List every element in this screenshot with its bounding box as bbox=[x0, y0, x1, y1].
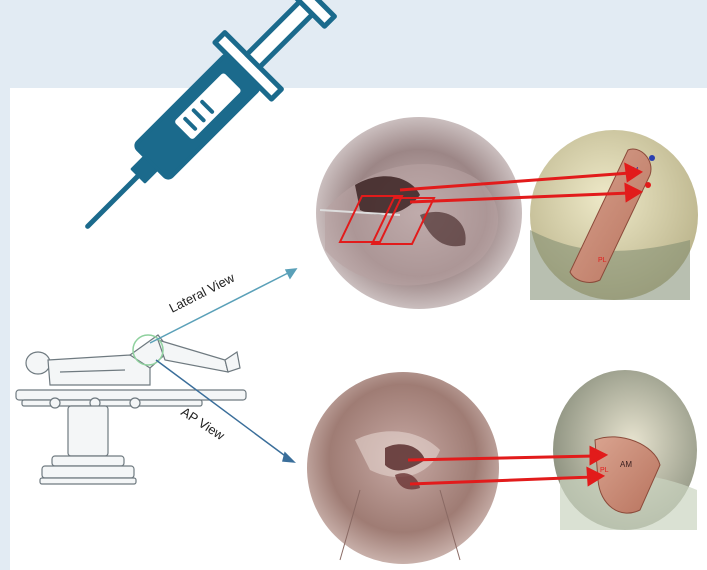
lateral-anatomy-image: AM PL bbox=[530, 130, 698, 300]
ap-anatomy-image: AM PL bbox=[553, 370, 697, 530]
lateral-fluoroscopy-image bbox=[316, 117, 522, 309]
bundle-label-pl-ap: PL bbox=[600, 467, 609, 474]
ap-fluoroscopy-image bbox=[307, 372, 499, 564]
bundle-label-pl-lateral: PL bbox=[598, 257, 607, 264]
bundle-label-am-ap: AM bbox=[620, 460, 632, 469]
